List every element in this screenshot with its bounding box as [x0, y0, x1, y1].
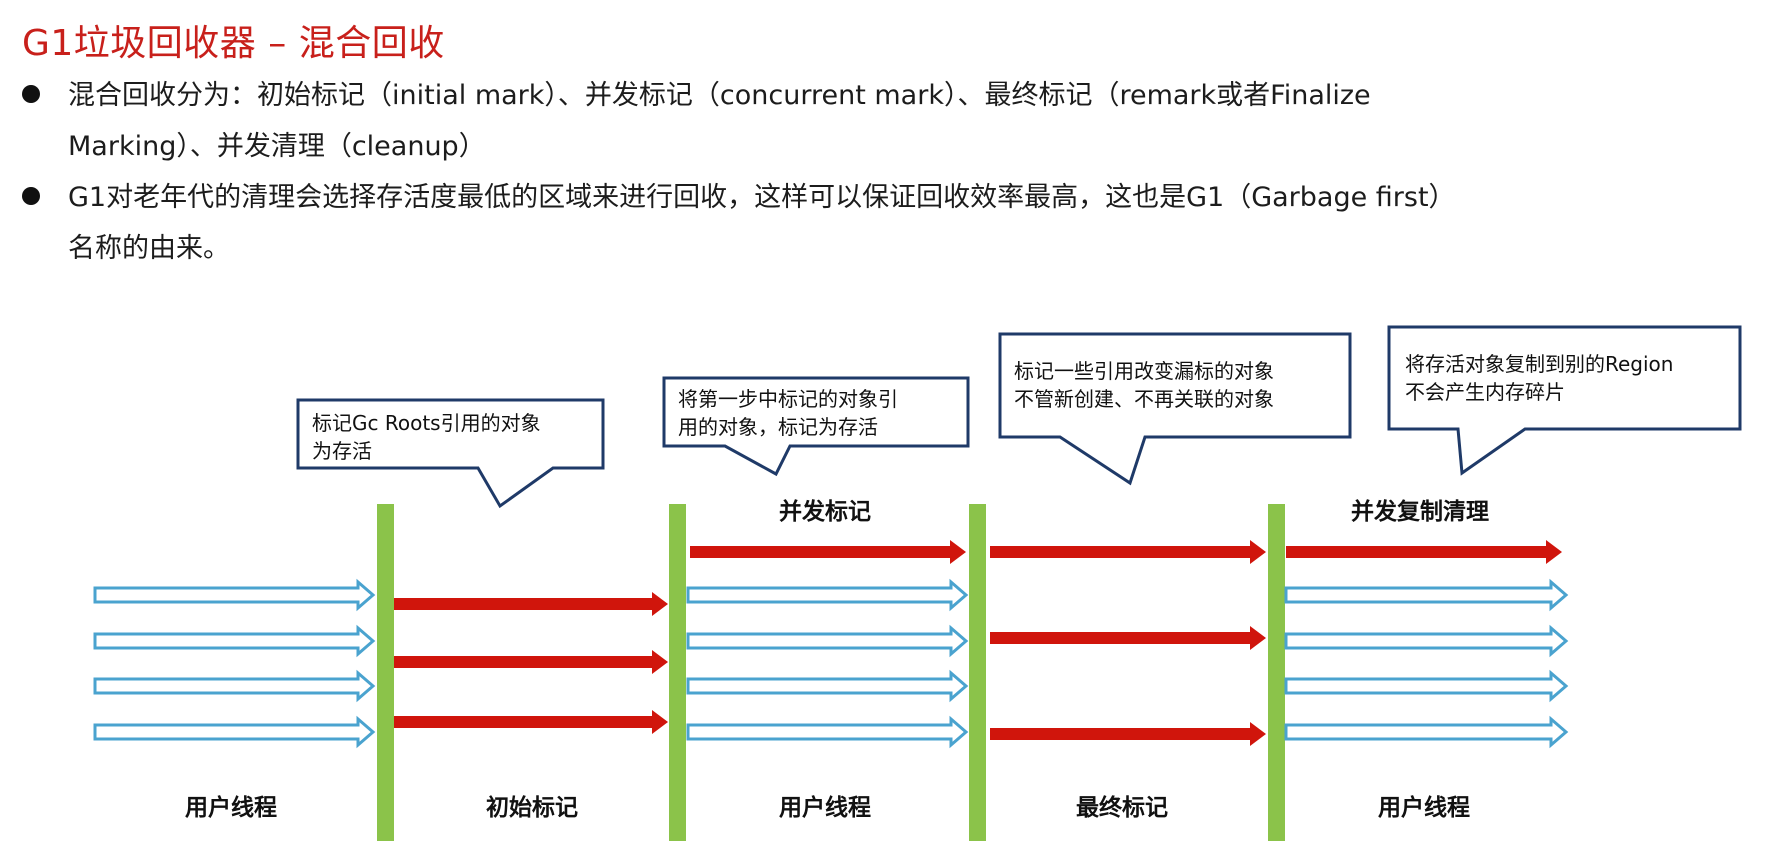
page-title: G1垃圾回收器 – 混合回收	[22, 23, 445, 64]
phase-label-user-thread-2: 用户线程	[779, 794, 871, 821]
gc-thread-arrow-initial-mark-1	[394, 592, 668, 616]
callout-remark-line-1: 标记一些引用改变漏标的对象	[1014, 359, 1274, 383]
gc-thread-arrow-remark-3	[990, 722, 1266, 746]
callout-initial-mark-line-2: 为存活	[312, 439, 372, 463]
gc-thread-arrow-initial-mark-3	[394, 710, 668, 734]
callout-remark: 标记一些引用改变漏标的对象 不管新创建、不再关联的对象	[998, 332, 1352, 486]
user-thread-arrow-s3-2	[686, 624, 969, 658]
callout-initial-mark: 标记Gc Roots引用的对象 为存活	[296, 398, 605, 509]
phase-label-user-thread-1: 用户线程	[185, 794, 277, 821]
callout-cleanup-line-2: 不会产生内存碎片	[1405, 380, 1565, 404]
user-thread-arrow-s5-4	[1284, 715, 1569, 749]
barrier-1	[377, 504, 394, 841]
label-concurrent-mark: 并发标记	[779, 498, 871, 525]
bullet-text: G1对老年代的清理会选择存活度最低的区域来进行回收，这样可以保证回收效率最高，这…	[68, 182, 1456, 264]
user-thread-arrow-s1-1	[93, 578, 376, 612]
user-thread-arrow-s1-4	[93, 715, 376, 749]
bullet-dot-icon	[22, 85, 40, 103]
bullet-dot-icon	[22, 187, 40, 205]
user-thread-arrow-s3-1	[686, 578, 969, 612]
barrier-4	[1268, 504, 1285, 841]
phase-label-user-thread-3: 用户线程	[1378, 794, 1470, 821]
bullet-item-phases: 混合回收分为：初始标记（initial mark）、并发标记（concurren…	[0, 70, 1468, 172]
label-concurrent-copy-cleanup: 并发复制清理	[1351, 498, 1489, 525]
gc-thread-arrow-initial-mark-2	[394, 650, 668, 674]
gc-thread-arrow-concurrent-mark	[690, 540, 966, 564]
bullet-list: 混合回收分为：初始标记（initial mark）、并发标记（concurren…	[0, 70, 1769, 274]
user-thread-arrow-s5-3	[1284, 669, 1569, 703]
callout-concurrent-mark-line-2: 用的对象，标记为存活	[678, 415, 878, 439]
callout-concurrent-mark-shape	[662, 376, 970, 477]
user-thread-arrow-s3-4	[686, 715, 969, 749]
user-thread-arrow-s1-3	[93, 669, 376, 703]
gc-thread-arrow-remark-1	[990, 540, 1266, 564]
callout-concurrent-mark-line-1: 将第一步中标记的对象引	[678, 387, 898, 411]
callout-cleanup-line-1: 将存活对象复制到别的Region	[1405, 352, 1673, 376]
callouts: 标记Gc Roots引用的对象 为存活 将第一步中标记的对象引 用的对象，标记为…	[296, 325, 1742, 509]
callout-cleanup: 将存活对象复制到别的Region 不会产生内存碎片	[1387, 325, 1742, 476]
thread-arrows	[93, 540, 1569, 749]
callout-cleanup-shape	[1387, 325, 1742, 476]
phase-label-initial-mark: 初始标记	[486, 794, 578, 821]
phase-label-remark: 最终标记	[1076, 794, 1168, 821]
callout-concurrent-mark: 将第一步中标记的对象引 用的对象，标记为存活	[662, 376, 970, 477]
callout-initial-mark-shape	[296, 398, 605, 509]
user-thread-arrow-s3-3	[686, 669, 969, 703]
barrier-3	[969, 504, 986, 841]
phase-labels: 用户线程 初始标记 用户线程 最终标记 用户线程	[185, 794, 1470, 821]
bullet-text: 混合回收分为：初始标记（initial mark）、并发标记（concurren…	[68, 80, 1371, 162]
user-thread-arrow-s1-2	[93, 624, 376, 658]
callout-remark-line-2: 不管新创建、不再关联的对象	[1014, 387, 1274, 411]
gc-thread-arrow-remark-2	[990, 626, 1266, 650]
safepoint-barriers	[377, 504, 1285, 841]
user-thread-arrow-s5-1	[1284, 578, 1569, 612]
gc-thread-arrow-copy-cleanup	[1286, 540, 1562, 564]
barrier-2	[669, 504, 686, 841]
callout-remark-shape	[998, 332, 1352, 486]
user-thread-arrow-s5-2	[1284, 624, 1569, 658]
callout-initial-mark-line-1: 标记Gc Roots引用的对象	[312, 411, 541, 435]
bullet-item-g1-naming: G1对老年代的清理会选择存活度最低的区域来进行回收，这样可以保证回收效率最高，这…	[0, 172, 1468, 274]
